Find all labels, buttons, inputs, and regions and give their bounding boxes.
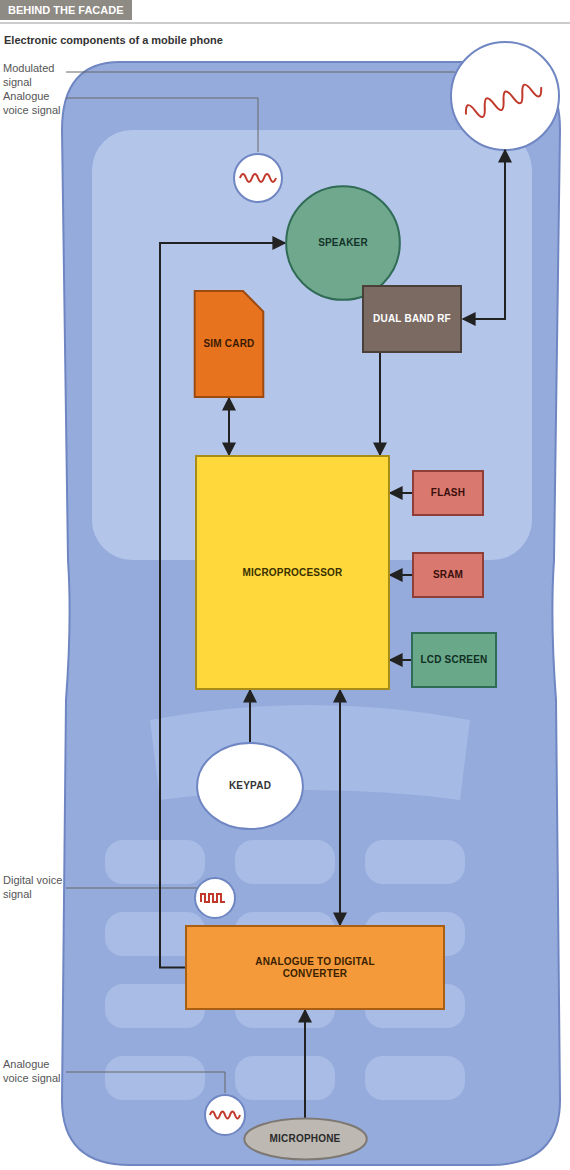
signal-label: Modulated signal (3, 62, 65, 90)
signal-connector (379, 353, 381, 455)
sim-card-fill (195, 291, 264, 397)
node-label: SIM CARD (199, 336, 258, 352)
key-button (105, 1056, 205, 1100)
antenna-line (463, 150, 505, 319)
leader-line (66, 888, 197, 889)
key-button (365, 1056, 465, 1100)
analogue-wave (210, 1112, 240, 1119)
signal-connector (339, 690, 341, 925)
node-label: ANALOGUE TO DIGITAL CONVERTER (236, 954, 394, 982)
speaker-circle: SPEAKER (285, 185, 401, 301)
subtitle: Electronic components of a mobile phone (4, 34, 223, 46)
phone-body (62, 62, 560, 1165)
signal-icon (195, 878, 235, 918)
signal-label: Analogue voice signal (3, 1058, 65, 1086)
node-label: MICROPHONE (266, 1131, 345, 1147)
converter-box: ANALOGUE TO DIGITAL CONVERTER (185, 925, 445, 1010)
analogue-wave (240, 174, 276, 182)
title-tab: BEHIND THE FACADE (0, 0, 132, 20)
node-label: FLASH (427, 485, 469, 501)
modulated-wave (463, 80, 544, 122)
leader-line (66, 98, 258, 152)
signal-connector (390, 574, 412, 576)
processor-box: MICROPROCESSOR (195, 455, 390, 690)
signal-connector (228, 398, 230, 455)
signal-connector (304, 1010, 306, 1118)
keypad-ellipse: KEYPAD (196, 742, 304, 830)
speaker-circle-fill (286, 186, 400, 300)
signal-label: Digital voice signal (3, 874, 65, 902)
key-button (235, 840, 335, 884)
node-label: MICROPROCESSOR (238, 565, 346, 581)
key-button (105, 840, 205, 884)
title-rule (0, 23, 570, 24)
leader-line (66, 1072, 225, 1093)
node-label: DUAL BAND RF (369, 311, 455, 327)
node-label: SPEAKER (314, 235, 372, 251)
digital-wave (201, 894, 225, 902)
sim-card: SIM CARD (194, 290, 264, 398)
signal-connector (390, 492, 412, 494)
key-button (235, 1056, 335, 1100)
signal-connector (390, 659, 411, 661)
signal-icon (234, 154, 282, 202)
memory-box: SRAM (412, 552, 484, 598)
signal-icon (205, 1095, 245, 1135)
key-button (365, 840, 465, 884)
node-label: LCD SCREEN (416, 652, 491, 668)
memory-box: FLASH (412, 470, 484, 516)
screen-box: LCD SCREEN (411, 632, 497, 688)
microphone-ellipse-fill (244, 1118, 367, 1159)
signal-connector (249, 690, 251, 742)
rf-box: DUAL BAND RF (362, 285, 462, 353)
node-label: SRAM (429, 567, 467, 583)
keypad-ellipse-fill (197, 743, 303, 829)
leader-line (66, 72, 455, 73)
signal-label: Analogue voice signal (3, 90, 65, 118)
node-label: KEYPAD (225, 778, 275, 794)
microphone-ellipse: MICROPHONE (243, 1118, 368, 1160)
signal-icon (451, 42, 559, 150)
